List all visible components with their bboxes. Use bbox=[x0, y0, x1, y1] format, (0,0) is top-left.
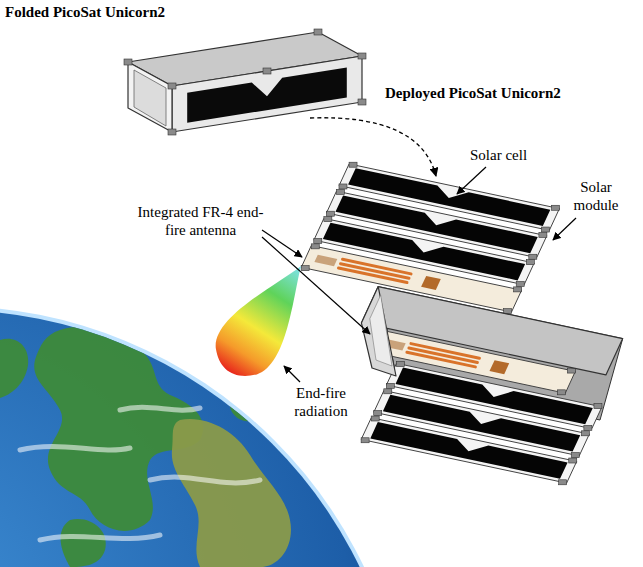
hinge bbox=[396, 362, 404, 367]
folded-picosat bbox=[124, 29, 366, 135]
hinge bbox=[168, 129, 176, 135]
hinge bbox=[326, 211, 334, 216]
hinge bbox=[514, 287, 522, 292]
feed-pad bbox=[490, 360, 510, 374]
leader-arrow bbox=[457, 167, 486, 194]
body-front-inner bbox=[370, 295, 392, 366]
hinge bbox=[386, 383, 394, 388]
open-end bbox=[128, 62, 172, 132]
leader-arrow bbox=[262, 230, 302, 257]
hinge bbox=[384, 389, 392, 394]
hinge bbox=[557, 390, 565, 395]
body-side bbox=[172, 56, 362, 132]
cloud bbox=[150, 477, 260, 483]
ocean bbox=[0, 310, 405, 567]
hinge bbox=[516, 281, 524, 286]
panel-board bbox=[361, 418, 577, 483]
earth bbox=[0, 306, 409, 567]
hinge bbox=[124, 59, 132, 65]
hinge bbox=[301, 266, 309, 271]
hinge bbox=[324, 217, 332, 222]
solar-panel bbox=[361, 416, 577, 485]
hinge bbox=[374, 411, 382, 416]
feed-pad bbox=[421, 276, 441, 290]
part-label: Solar cell bbox=[470, 146, 527, 164]
hinge bbox=[168, 83, 176, 89]
hinge bbox=[559, 480, 567, 485]
deploy-arrow bbox=[310, 118, 436, 176]
solar-cell-shape bbox=[187, 68, 347, 123]
figure-heading: Folded PicoSat Unicorn2 bbox=[5, 3, 165, 21]
hinge bbox=[541, 227, 549, 232]
atmosphere-glow bbox=[0, 306, 409, 567]
cloud bbox=[20, 446, 130, 450]
part-label: Solar module bbox=[566, 178, 626, 214]
body-top bbox=[361, 287, 622, 375]
satellites bbox=[124, 29, 623, 485]
figure-heading: Deployed PicoSat Unicorn2 bbox=[385, 84, 561, 102]
hinge bbox=[371, 416, 379, 421]
land bbox=[230, 394, 259, 421]
cloud bbox=[40, 535, 160, 540]
hinge bbox=[569, 458, 577, 463]
inner-frame bbox=[134, 70, 166, 126]
hinge bbox=[336, 189, 344, 194]
hinge bbox=[361, 438, 369, 443]
antenna-element bbox=[407, 352, 475, 367]
hinge bbox=[358, 99, 366, 105]
land bbox=[172, 419, 291, 567]
hinge bbox=[581, 431, 589, 436]
land bbox=[61, 519, 106, 567]
leader-arrow bbox=[553, 218, 576, 240]
leader-lines bbox=[262, 118, 576, 382]
hinge bbox=[567, 368, 575, 373]
part-label: Integrated FR-4 end-fire antenna bbox=[128, 203, 273, 239]
leader-arrow bbox=[284, 366, 300, 382]
part-label: End-fire radiation bbox=[280, 384, 362, 420]
hinge bbox=[263, 68, 271, 74]
hinge bbox=[526, 260, 534, 265]
hinge bbox=[358, 53, 366, 59]
hinge bbox=[314, 29, 322, 35]
hinge bbox=[539, 232, 547, 237]
antenna-element bbox=[339, 268, 407, 283]
hinge bbox=[311, 244, 319, 249]
hinge bbox=[314, 238, 322, 243]
hinge bbox=[551, 205, 559, 210]
leader-arrow bbox=[262, 237, 370, 334]
radiation-beam bbox=[204, 248, 325, 388]
hinge bbox=[571, 453, 579, 458]
hinge bbox=[594, 404, 602, 409]
hinge bbox=[339, 184, 347, 189]
hinge bbox=[349, 162, 357, 167]
cloud bbox=[120, 407, 200, 410]
board-marking bbox=[314, 255, 337, 266]
solar-cell-shape bbox=[370, 422, 567, 479]
hinge bbox=[584, 425, 592, 430]
hinge bbox=[529, 254, 537, 259]
land bbox=[0, 339, 28, 398]
